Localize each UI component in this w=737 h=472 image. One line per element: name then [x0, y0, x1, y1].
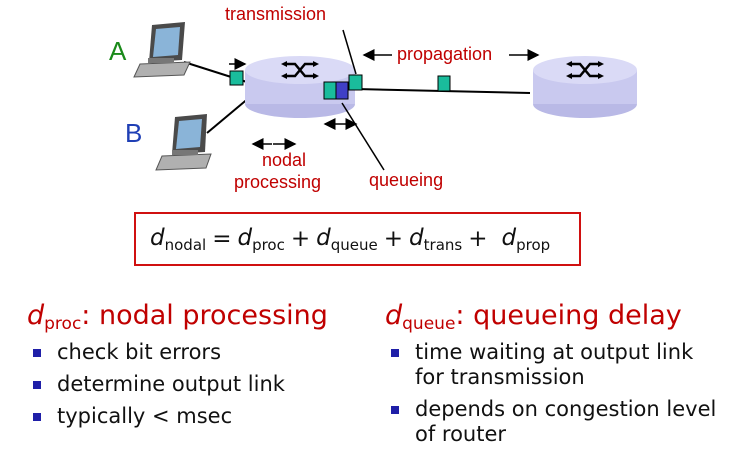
- nodal-label-line1: nodal: [262, 150, 307, 170]
- queue-heading: dqueue: queueing delay: [385, 300, 725, 334]
- formula-d: d: [150, 224, 165, 251]
- queueing-label: queueing: [369, 170, 444, 190]
- formula-sub: nodal: [164, 235, 207, 254]
- packet-icon: [348, 74, 363, 91]
- host-b-label: B: [125, 118, 143, 148]
- queue-section: dqueue: queueing delay time waiting at o…: [385, 300, 725, 454]
- proc-bullet-list: check bit errors determine output link t…: [27, 340, 328, 429]
- formula-sub: queue: [330, 235, 378, 254]
- formula-sub: proc: [252, 235, 285, 254]
- list-item: time waiting at output link for transmis…: [385, 340, 725, 390]
- proc-heading: dproc: nodal processing: [27, 300, 328, 334]
- transmission-pointer: [342, 29, 357, 75]
- formula-equals: =: [212, 226, 232, 252]
- heading-sub: queue: [402, 314, 456, 334]
- packet-queued-icon: [335, 81, 349, 100]
- nodal-label-line2: processing: [234, 172, 322, 192]
- packet-icon: [437, 75, 451, 92]
- formula-d: d: [237, 224, 253, 251]
- formula-plus: +: [383, 226, 404, 252]
- formula-term-queue: dqueue: [316, 225, 378, 254]
- heading-text: : queueing delay: [455, 300, 682, 331]
- formula-term-proc: dproc: [237, 225, 284, 254]
- formula-sub: prop: [516, 235, 551, 254]
- list-item: typically < msec: [27, 404, 328, 429]
- link-b-router: [206, 96, 251, 134]
- heading-d: d: [385, 300, 403, 331]
- heading-d: d: [27, 300, 45, 331]
- formula-term-prop: dprop: [502, 225, 551, 254]
- heading-sub: proc: [44, 314, 82, 334]
- formula-sub: trans: [423, 235, 463, 254]
- propagation-label: propagation: [397, 44, 493, 64]
- heading-text: : nodal processing: [81, 300, 328, 331]
- packet-icon: [229, 70, 244, 86]
- proc-section: dproc: nodal processing check bit errors…: [27, 300, 328, 436]
- list-item: depends on congestion level of router: [385, 397, 725, 447]
- diagram-canvas: [133, 22, 637, 171]
- formula-d: d: [409, 224, 424, 251]
- computer-icon: [155, 114, 212, 171]
- transmission-label: transmission: [225, 4, 327, 24]
- router-icon: [533, 56, 637, 118]
- host-a-label: A: [109, 36, 127, 66]
- formula-d: d: [316, 224, 331, 251]
- formula-term-trans: dtrans: [409, 225, 462, 254]
- queue-bullet-list: time waiting at output link for transmis…: [385, 340, 725, 447]
- list-item: determine output link: [27, 372, 328, 397]
- packet-icon: [323, 81, 337, 100]
- list-item: check bit errors: [27, 340, 328, 365]
- computer-icon: [133, 22, 191, 78]
- nodal-delay-formula: dnodal = dproc + dqueue + dtrans + dprop: [134, 212, 581, 266]
- formula-plus: +: [468, 226, 488, 252]
- formula-lhs: dnodal: [150, 225, 206, 254]
- formula-plus: +: [290, 226, 311, 252]
- queueing-pointer: [341, 102, 385, 171]
- network-diagram: A B transmission propagation nodal proce…: [0, 0, 737, 200]
- formula-d: d: [501, 224, 517, 251]
